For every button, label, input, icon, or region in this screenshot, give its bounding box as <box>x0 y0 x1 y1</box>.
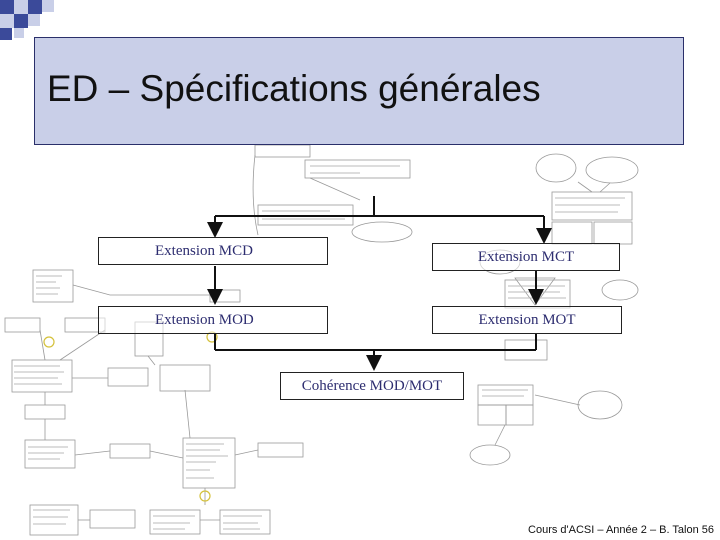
footer-text: Cours d'ACSI – Année 2 – B. Talon 56 <box>528 524 714 536</box>
extension-mod-box: Extension MOD <box>98 306 328 334</box>
extension-mct-box: Extension MCT <box>432 243 620 271</box>
extension-mcd-box: Extension MCD <box>98 237 328 265</box>
page-title: ED – Spécifications générales <box>47 68 541 109</box>
extension-mot-box: Extension MOT <box>432 306 622 334</box>
title-banner: ED – Spécifications générales <box>34 37 684 145</box>
coherence-mod-mot-box: Cohérence MOD/MOT <box>280 372 464 400</box>
